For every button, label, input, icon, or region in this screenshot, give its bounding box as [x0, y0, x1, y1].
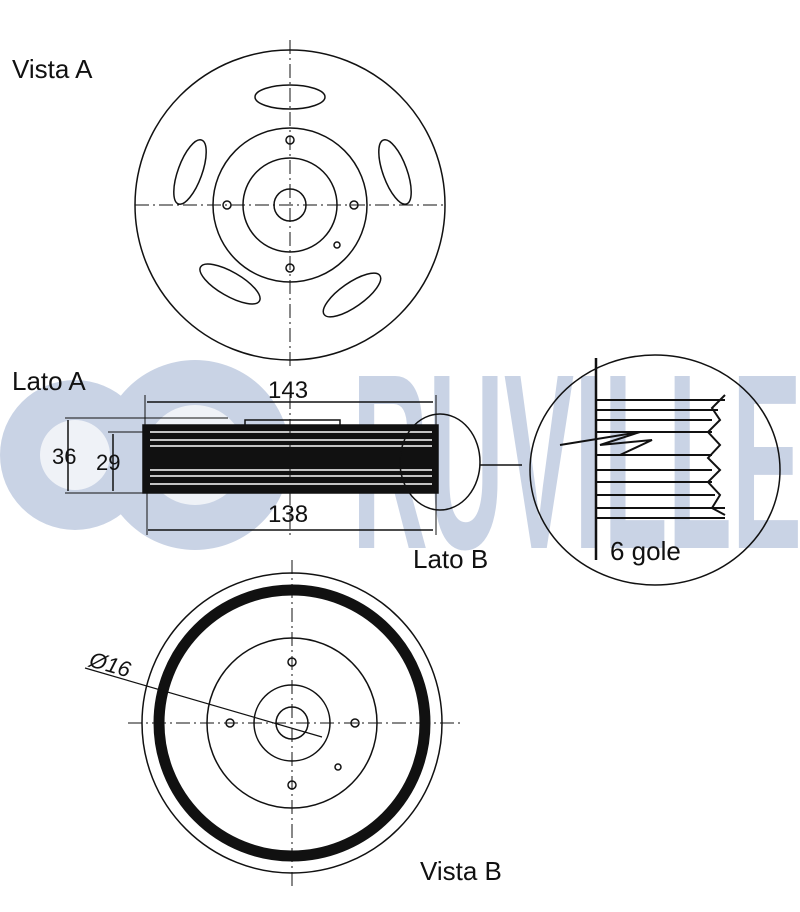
groove-detail — [529, 354, 781, 586]
dimension-138: 138 — [268, 501, 308, 528]
lato-b-label: Lato B — [413, 544, 488, 574]
dimension-36: 36 — [52, 444, 76, 469]
vista-a-label: Vista A — [12, 54, 93, 84]
vista-b-label: Vista B — [420, 856, 502, 886]
vista-a-front-view — [134, 40, 447, 370]
vista-b-rear-view — [84, 560, 460, 890]
grooves-label: 6 gole — [610, 536, 681, 566]
lato-a-label: Lato A — [12, 366, 86, 396]
side-view — [65, 395, 522, 535]
dimension-143: 143 — [268, 377, 308, 404]
dimension-29: 29 — [96, 450, 120, 475]
dimension-diameter-16: Ø16 — [86, 646, 135, 682]
